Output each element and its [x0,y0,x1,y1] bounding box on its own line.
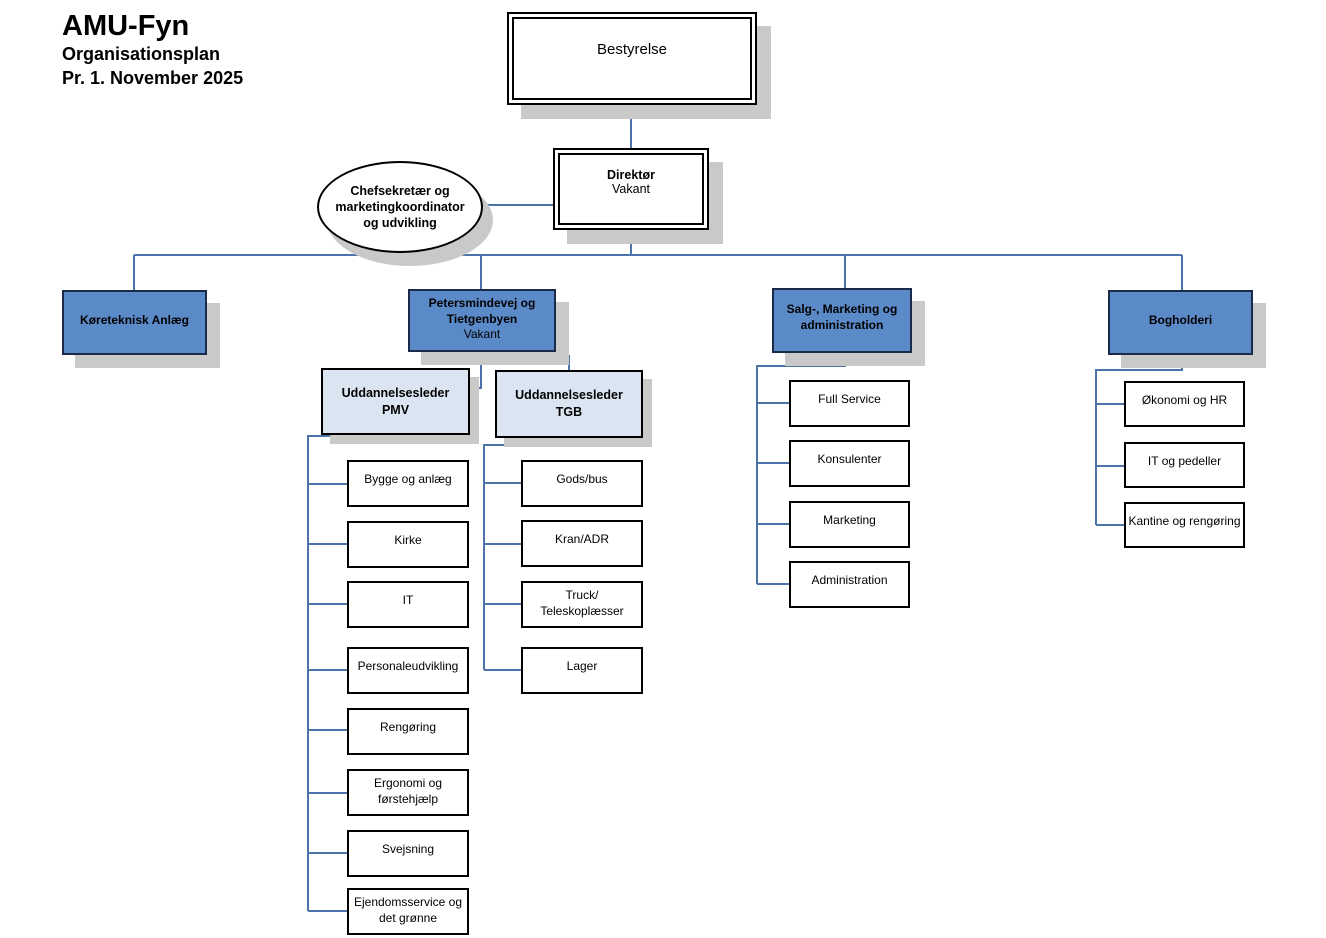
page-date: Pr. 1. November 2025 [62,67,244,88]
leaf-label: Kran/ADR [554,532,610,546]
node-koreteknisk-label: Køreteknisk Anlæg [80,313,189,327]
node-gods-bus: Gods/bus [521,460,643,507]
leaf-label: Kirke [394,533,422,547]
node-marketing: Marketing [789,501,910,548]
leaf-label: Konsulenter [817,452,882,466]
node-administration: Administration [789,561,910,608]
node-petersmindevej-status: Vakant [463,327,501,342]
leaf-label: IT [402,593,414,607]
leaf-label: Marketing [823,513,876,527]
leaf-label: Ergonomi og førstehjælp [373,776,443,807]
node-uddannelsesleder-pmv-label: Uddannelsesleder PMV [341,386,450,417]
node-okonomi-og-hr: Økonomi og HR [1124,381,1245,427]
page-subtitle: Organisationsplan [62,44,221,65]
node-bestyrelse-label: Bestyrelse [596,41,668,58]
node-direktor: Direktør Vakant [553,148,709,230]
leaf-label: Svejsning [381,842,435,856]
node-full-service: Full Service [789,380,910,427]
node-truck-teleskoplaesser: Truck/ Teleskoplæsser [521,581,643,628]
page-title: AMU-Fyn [62,10,190,42]
node-lager: Lager [521,647,643,694]
node-personaleudvikling: Personaleudvikling [347,647,469,694]
leaf-label: Gods/bus [556,472,608,486]
leaf-label: Økonomi og HR [1141,393,1228,407]
leaf-label: Truck/ Teleskoplæsser [540,588,624,619]
leaf-label: Personaleudvikling [357,659,459,673]
node-konsulenter: Konsulenter [789,440,910,487]
node-chefsekretaer: Chefsekretær og marketingkoordinator og … [317,161,483,253]
node-bogholderi-label: Bogholderi [1148,313,1213,327]
leaf-label: Full Service [818,392,881,406]
node-rengoring: Rengøring [347,708,469,755]
node-salg-label: Salg-, Marketing og administration [786,302,898,332]
node-it: IT [347,581,469,628]
node-it-og-pedeller: IT og pedeller [1124,442,1245,488]
title-block: AMU-Fyn Organisationsplan Pr. 1. Novembe… [62,10,243,90]
node-petersmindevej-label: Petersmindevej og Tietgenbyen [428,296,536,326]
node-petersmindevej: Petersmindevej og Tietgenbyen Vakant [408,289,556,352]
node-kantine-og-rengoring: Kantine og rengøring [1124,502,1245,548]
node-ergonomi-og-forstehjaelp: Ergonomi og førstehjælp [347,769,469,816]
node-koreteknisk-anlaeg: Køreteknisk Anlæg [62,290,207,355]
leaf-label: Rengøring [379,720,437,734]
leaf-label: Ejendomsservice og det grønne [353,895,463,926]
node-chefsekretaer-label: Chefsekretær og marketingkoordinator og … [335,183,465,231]
leaf-label: Administration [811,573,888,587]
node-bygge-og-anlaeg: Bygge og anlæg [347,460,469,507]
leaf-label: Lager [566,659,598,673]
node-uddannelsesleder-pmv: Uddannelsesleder PMV [321,368,470,435]
node-kran-adr: Kran/ADR [521,520,643,567]
leaf-label: IT og pedeller [1147,454,1222,468]
node-direktor-status: Vakant [612,182,650,196]
node-direktor-title: Direktør [607,168,655,182]
node-svejsning: Svejsning [347,830,469,877]
node-kirke: Kirke [347,521,469,568]
node-ejendomsservice: Ejendomsservice og det grønne [347,888,469,935]
leaf-label: Kantine og rengøring [1128,514,1241,528]
node-uddannelsesleder-tgb: Uddannelsesleder TGB [495,370,643,438]
node-salg-marketing: Salg-, Marketing og administration [772,288,912,353]
leaf-label: Bygge og anlæg [364,472,452,486]
node-uddannelsesleder-tgb-label: Uddannelsesleder TGB [515,388,623,419]
node-bestyrelse: Bestyrelse [507,12,757,105]
node-bogholderi: Bogholderi [1108,290,1253,355]
